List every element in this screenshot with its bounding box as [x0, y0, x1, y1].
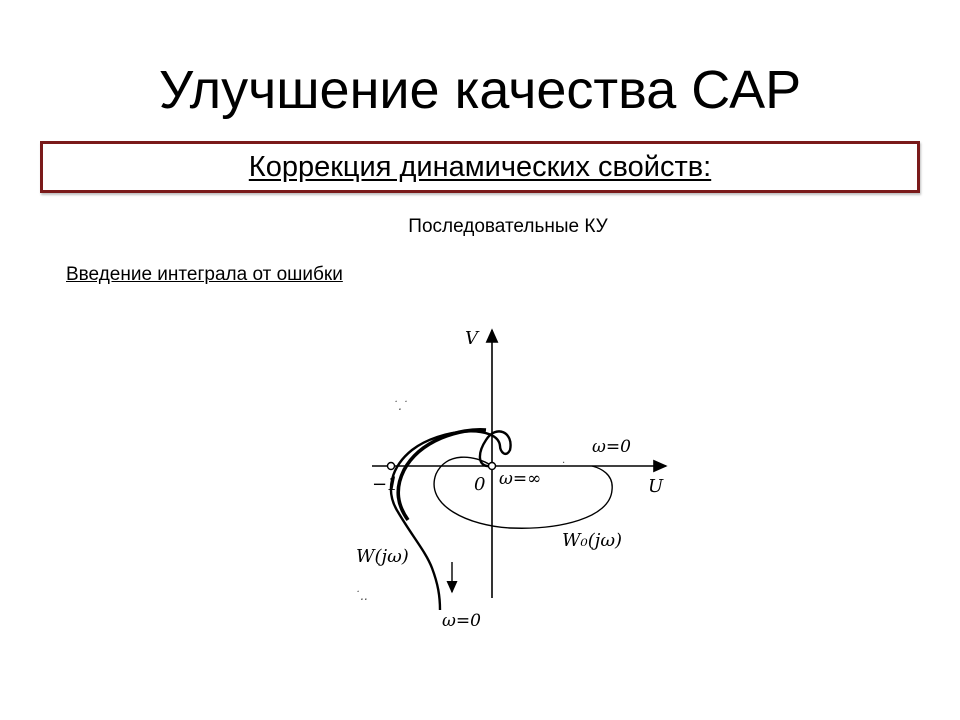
- uncorrected-curve-label: W₀(jω): [562, 530, 622, 551]
- omega-infinity-label: ω=∞: [499, 469, 541, 489]
- scan-mark: .: [562, 455, 565, 466]
- method-label: Введение интеграла от ошибки: [66, 264, 343, 285]
- scan-mark: ˙..: [354, 589, 368, 603]
- omega-zero-right-label: ω=0: [592, 437, 631, 457]
- subtitle-text: Коррекция динамических свойств:: [248, 150, 712, 183]
- omega-zero-bottom-label: ω=0: [442, 611, 481, 631]
- vertical-axis-label: V: [465, 328, 480, 349]
- origin-point: [487, 461, 497, 471]
- minus-one-label: −1: [372, 474, 399, 495]
- minus-one-point: [386, 461, 396, 471]
- uncorrected-curve: [433, 456, 613, 529]
- corrected-curve-label: W(jω): [356, 546, 409, 567]
- subtitle-box: Коррекция динамических свойств:: [40, 141, 920, 193]
- scan-mark: ˙.˙: [392, 399, 408, 413]
- nyquist-diagram: ˙.˙ ˙.. . V U −1 0 ω=0 ω=∞ W₀(jω) W(jω) …: [354, 328, 668, 631]
- corrected-curve-shadow: [396, 428, 487, 522]
- origin-label: 0: [474, 474, 485, 495]
- slide-title: Улучшение качества САР: [158, 60, 802, 120]
- section-heading: Последовательные КУ: [408, 216, 608, 237]
- horizontal-axis-label: U: [648, 476, 664, 497]
